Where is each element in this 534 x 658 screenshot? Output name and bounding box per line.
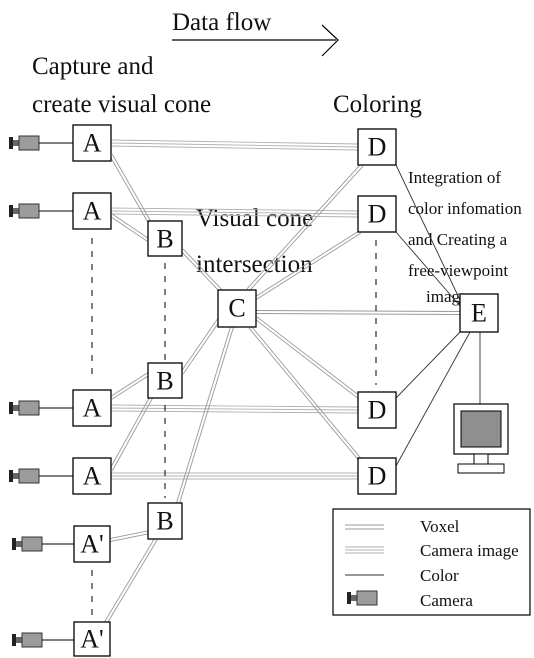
node-a-4: A <box>72 457 112 495</box>
link-voxel <box>180 248 224 294</box>
integration-label-line3: and Creating a <box>408 230 508 249</box>
node-a-prime-1-label: A' <box>80 530 103 559</box>
link-voxel <box>246 163 364 292</box>
link-voxel <box>254 230 362 300</box>
legend: Voxel Camera image Color Camera <box>332 508 531 616</box>
node-d-3-label: D <box>368 396 387 425</box>
link-voxel <box>254 316 362 400</box>
camera-links <box>39 142 74 641</box>
link-voxel <box>176 326 234 504</box>
node-a-1-label: A <box>83 129 102 158</box>
link-voxel <box>255 310 461 315</box>
intersection-label-line2: intersection <box>196 251 313 278</box>
link-voxel <box>248 325 364 464</box>
camera-4-icon <box>8 468 40 484</box>
node-a-prime-2-label: A' <box>80 625 103 654</box>
link-color <box>395 231 461 307</box>
node-c-label: C <box>228 294 245 323</box>
node-b-2-label: B <box>156 367 173 396</box>
link-voxel <box>109 154 152 224</box>
node-d-2-label: D <box>368 200 387 229</box>
node-b-1: B <box>147 220 183 257</box>
node-c: C <box>217 289 257 328</box>
node-a-prime-1: A' <box>73 525 111 563</box>
camera-6-icon <box>11 632 43 648</box>
link-color <box>395 164 461 301</box>
node-d-1-label: D <box>368 133 387 162</box>
node-d-4: D <box>357 457 397 495</box>
node-b-2: B <box>147 362 183 399</box>
node-a-prime-2: A' <box>73 621 111 657</box>
capture-label-line1: Capture and <box>32 53 154 80</box>
link-voxel <box>180 316 222 375</box>
link-camera-image <box>111 472 358 480</box>
coloring-label: Coloring <box>333 91 422 118</box>
node-a-4-label: A <box>83 462 102 491</box>
node-b-1-label: B <box>156 225 173 254</box>
legend-color-label: Color <box>420 566 459 585</box>
node-e-label: E <box>471 299 487 328</box>
link-color <box>395 331 471 467</box>
legend-camera-image-swatch <box>345 546 384 554</box>
legend-camera-image-label: Camera image <box>420 541 519 560</box>
monitor-icon <box>453 403 509 474</box>
capture-label-line2: create visual cone <box>32 91 211 118</box>
camera-3-icon <box>8 400 40 416</box>
link-camera-image <box>110 139 359 151</box>
legend-voxel-label: Voxel <box>420 517 460 536</box>
legend-voxel-swatch <box>345 524 384 530</box>
integration-label-line2: color infomation <box>408 199 522 218</box>
link-color <box>395 329 463 399</box>
node-e: E <box>459 293 499 333</box>
node-b-3: B <box>147 502 183 540</box>
monitor-screen <box>460 410 502 448</box>
integration-label-line1: Integration of <box>408 168 501 187</box>
node-a-3-label: A <box>83 394 102 423</box>
link-voxel <box>109 213 150 242</box>
camera-2-icon <box>8 203 40 219</box>
link-voxel <box>103 537 158 626</box>
node-b-3-label: B <box>156 507 173 536</box>
node-d-2: D <box>357 195 397 233</box>
camera-1-icon <box>8 135 40 151</box>
integration-label-line5: image <box>426 287 468 306</box>
continuity-dashes <box>91 238 377 618</box>
node-d-4-label: D <box>368 462 387 491</box>
legend-camera-label: Camera <box>420 591 473 610</box>
camera-5-icon <box>11 536 43 552</box>
node-a-2-label: A <box>83 197 102 226</box>
node-a-2: A <box>72 192 112 230</box>
link-voxel <box>109 530 151 542</box>
node-a-1: A <box>72 124 112 162</box>
link-voxel <box>109 395 154 471</box>
data-flow-arrow-icon <box>172 24 339 57</box>
link-voxel <box>109 371 152 400</box>
node-a-3: A <box>72 389 112 427</box>
connections <box>103 139 481 626</box>
node-d-1: D <box>357 128 397 166</box>
node-d-3: D <box>357 391 397 429</box>
data-flow-label: Data flow <box>172 9 271 36</box>
